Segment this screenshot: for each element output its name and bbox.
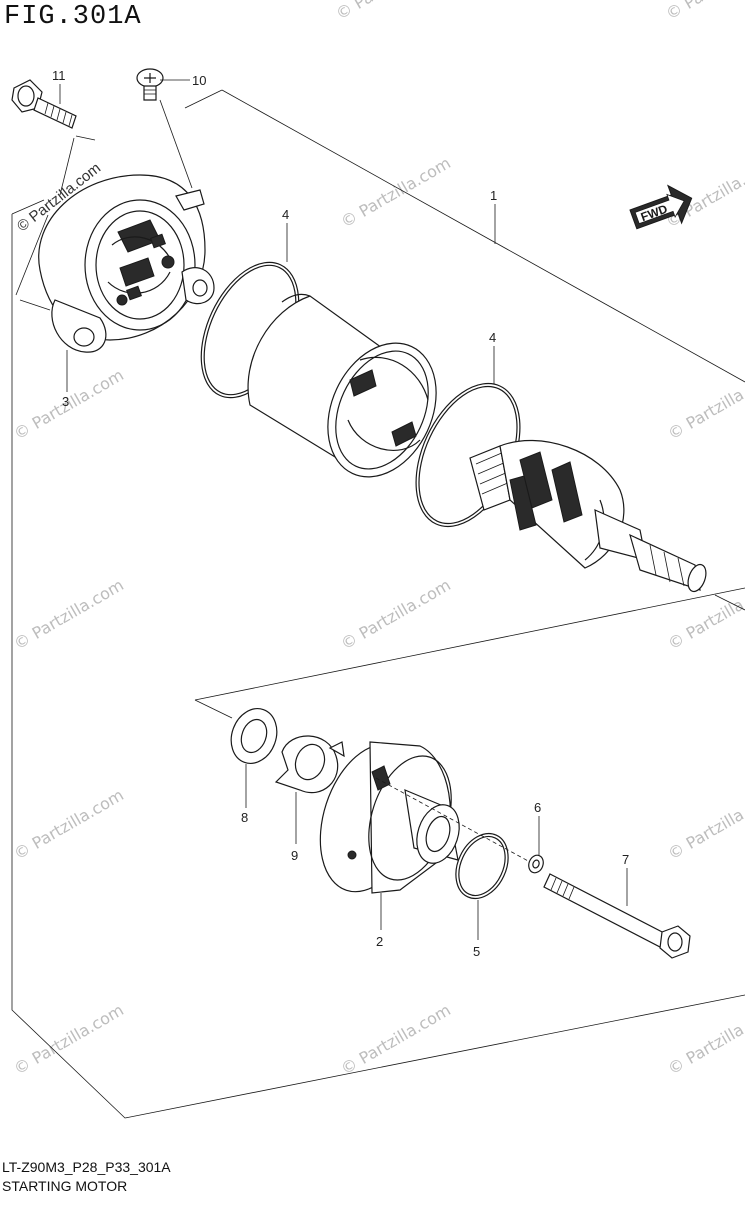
figure-code: LT-Z90M3_P28_P33_301A [2, 1159, 171, 1175]
watermark: © Partzilla.com [338, 153, 454, 231]
long-bolt-part-7 [544, 874, 690, 958]
fwd-direction-badge: FWD [627, 179, 699, 238]
screw-part-10 [137, 69, 163, 100]
callout-4-lower: 4 [489, 330, 496, 345]
watermark: © Partzilla.com [665, 785, 745, 863]
callout-6: 6 [534, 800, 541, 815]
watermark: © Partzilla.com [663, 0, 745, 23]
callout-3: 3 [62, 394, 69, 409]
watermark: © Partzilla.com [11, 575, 127, 653]
callout-11: 11 [52, 68, 66, 83]
figure-title: FIG.301A [4, 2, 142, 32]
watermark: © Partzilla.com [665, 575, 745, 653]
callout-10: 10 [192, 73, 206, 88]
bolt-part-11 [12, 80, 76, 128]
watermark: © Partzilla.com [333, 0, 449, 23]
callout-5: 5 [473, 944, 480, 959]
watermark: © Partzilla.com [665, 365, 745, 443]
callout-1: 1 [490, 188, 497, 203]
small-washer-part-6 [526, 853, 545, 875]
watermark: © Partzilla.com [11, 1000, 127, 1078]
callout-7: 7 [622, 852, 629, 867]
watermark: © Partzilla.com [338, 1000, 454, 1078]
figure-name: STARTING MOTOR [2, 1178, 127, 1194]
watermark: © Partzilla.com [11, 785, 127, 863]
callout-9: 9 [291, 848, 298, 863]
yoke-housing [248, 294, 457, 494]
washer-part-8 [224, 702, 284, 770]
callout-2: 2 [376, 934, 383, 949]
callout-8: 8 [241, 810, 248, 825]
watermark: © Partzilla.com [338, 575, 454, 653]
callout-4-upper: 4 [282, 207, 289, 222]
watermark: © Partzilla.com [665, 1000, 745, 1078]
armature [470, 440, 709, 593]
